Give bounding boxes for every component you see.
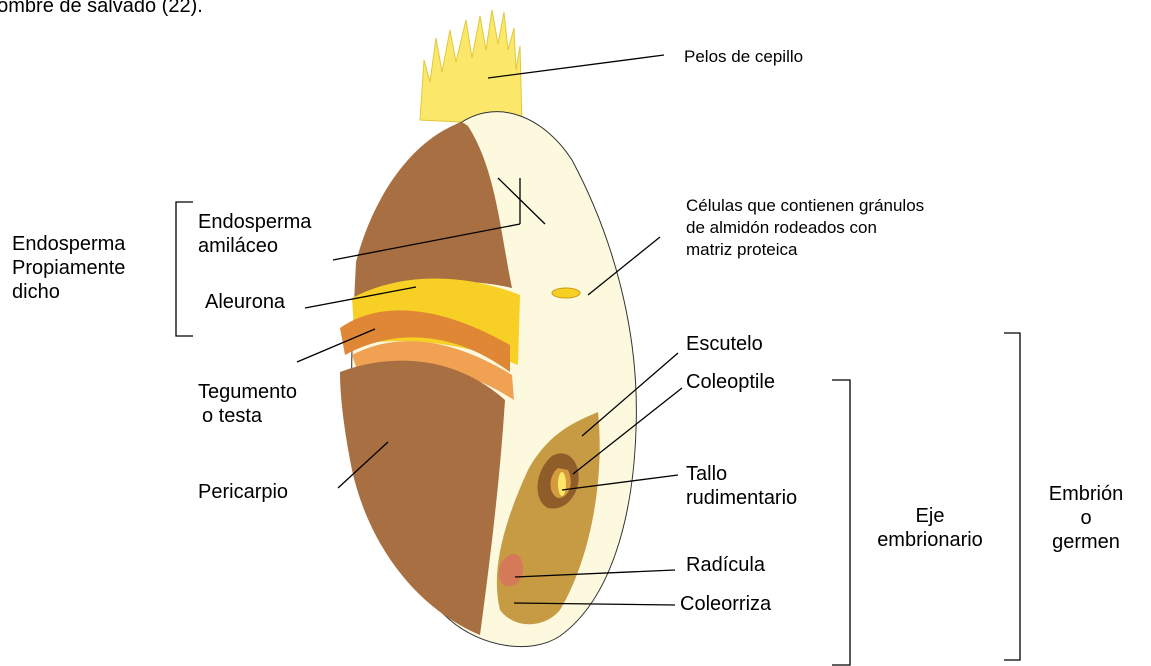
bracket-eje <box>832 380 850 665</box>
label-tallo-rudimentario: Tallo rudimentario <box>686 462 797 510</box>
label-escutelo: Escutelo <box>686 332 763 356</box>
label-pelos-cepillo: Pelos de cepillo <box>684 46 803 68</box>
label-tegumento: Tegumento o testa <box>198 380 297 428</box>
shoot-core-shape <box>558 472 566 496</box>
label-coleoptile: Coleoptile <box>686 370 775 394</box>
caption-fragment: nombre de salvado (22). <box>0 0 203 18</box>
label-aleurona: Aleurona <box>205 290 285 314</box>
pericarp-shape <box>340 361 505 635</box>
brush-hairs-shape <box>420 10 522 125</box>
bracket-endosperma <box>176 202 193 336</box>
label-pericarpio: Pericarpio <box>198 480 288 504</box>
label-radicula: Radícula <box>686 553 765 577</box>
label-celulas: Células que contienen gránulos de almidó… <box>686 195 924 261</box>
label-endosperma-propiamente: Endosperma Propiamente dicho <box>12 232 125 304</box>
label-eje-embrionario: Eje embrionario <box>865 504 995 552</box>
bracket-embrion <box>1004 333 1020 660</box>
label-endosperma-amilaceo: Endosperma amiláceo <box>198 210 311 258</box>
label-coleorriza: Coleorriza <box>680 592 771 616</box>
starch-cell-shape <box>552 288 580 298</box>
label-embrion-germen: Embrión o germen <box>1036 482 1136 554</box>
